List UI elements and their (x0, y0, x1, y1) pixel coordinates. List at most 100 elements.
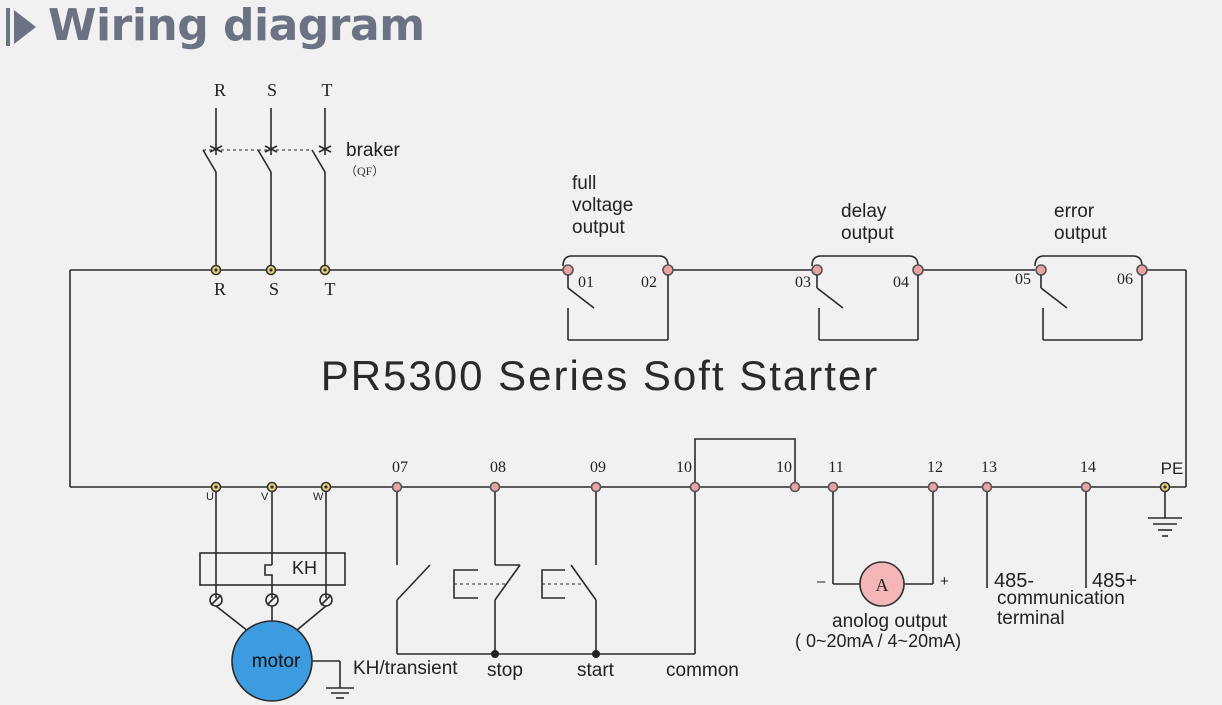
motor: motor (231, 620, 354, 702)
terminal-14 (1080, 481, 1092, 493)
terminal-05 (1035, 264, 1047, 276)
overload-relay-label: KH (292, 558, 317, 578)
rs485-label-1: communication (997, 588, 1125, 609)
relay-delay-label-1: delay (841, 201, 887, 222)
relay-full-voltage-label-1: full (572, 173, 596, 194)
analog-output: A – + anolog output ( 0~20mA / 4~20mA) (795, 492, 961, 651)
terminal-01 (562, 264, 574, 276)
breaker-contact-r (202, 149, 217, 173)
kh-transient-contact (396, 564, 431, 601)
motor-label: motor (252, 651, 301, 672)
terminal-label-14: 14 (1080, 459, 1096, 476)
terminal-label-03: 03 (795, 274, 811, 291)
overload-relay: KH (199, 492, 346, 636)
terminal-label-w: W (313, 491, 324, 503)
output-terminals: U V W (206, 481, 332, 503)
terminal-13 (981, 481, 993, 493)
phase-label-t: T (322, 80, 333, 100)
analog-range: ( 0~20mA / 4~20mA) (795, 631, 961, 651)
device-outline (69, 269, 1187, 488)
header-bar-icon (6, 8, 10, 46)
terminal-11 (827, 481, 839, 493)
terminal-label-r: R (214, 279, 226, 299)
terminal-label-09: 09 (590, 459, 606, 476)
terminal-label-13: 13 (981, 459, 997, 476)
stop-contact (494, 564, 521, 601)
jumper-10 (694, 438, 796, 487)
terminal-06 (1136, 264, 1148, 276)
page-title: Wiring diagram (48, 0, 425, 51)
phase-label-s: S (267, 80, 277, 100)
terminal-label-12: 12 (927, 459, 943, 476)
relay-full-voltage-bracket (562, 255, 669, 267)
relay-error-label-2: output (1054, 223, 1108, 244)
relay-full-voltage: full voltage output 01 02 (562, 173, 674, 341)
terminal-label-05: 05 (1015, 271, 1031, 288)
relay-full-voltage-label-2: voltage (572, 195, 633, 216)
relay-delay-label-2: output (841, 223, 895, 244)
analog-plus: + (940, 573, 949, 590)
header-arrow-icon (14, 10, 36, 44)
terminal-02 (662, 264, 674, 276)
analog-minus: – (817, 573, 826, 590)
terminal-label-04: 04 (893, 274, 909, 291)
terminal-12 (927, 481, 939, 493)
page-header: Wiring diagram (0, 0, 1222, 60)
relay-error-contact (1040, 287, 1068, 309)
terminal-label-t: T (325, 279, 336, 299)
phase-label-r: R (214, 80, 226, 100)
relay-delay-contact (816, 287, 844, 309)
junction-stop (491, 650, 499, 658)
terminal-label-10a: 10 (676, 459, 692, 476)
terminal-label-pe: PE (1161, 459, 1184, 478)
label-stop: stop (487, 660, 523, 681)
relay-full-voltage-contact (567, 287, 595, 309)
rs485-minus: 485- (994, 570, 1034, 592)
control-circuit: KH/transient stop start common (353, 492, 739, 681)
label-common: common (666, 660, 739, 681)
terminal-label-08: 08 (490, 459, 506, 476)
breaker-label: braker (346, 140, 401, 161)
terminal-label-11: 11 (828, 459, 843, 476)
terminal-label-s: S (269, 279, 279, 299)
terminal-07 (391, 481, 403, 493)
terminal-label-07: 07 (392, 459, 408, 476)
breaker-contact-t (311, 149, 326, 173)
analog-label: anolog output (832, 611, 948, 632)
terminal-10b (789, 481, 801, 493)
terminal-label-01: 01 (578, 274, 594, 291)
rs485-terminal: 485- 485+ communication terminal (986, 492, 1137, 629)
terminal-label-06: 06 (1117, 271, 1133, 288)
device-name: PR5300 Series Soft Starter (321, 352, 880, 399)
input-terminals: R S T (210, 264, 336, 299)
terminal-09 (590, 481, 602, 493)
terminal-label-v: V (261, 491, 269, 503)
start-contact (570, 564, 597, 601)
relay-delay: delay output 03 04 (795, 201, 924, 341)
terminal-04 (912, 264, 924, 276)
control-terminals: 07 08 09 10 10 11 12 13 14 PE (391, 438, 1184, 493)
terminal-label-u: U (206, 491, 214, 503)
thermal-element (264, 564, 273, 598)
pe-ground-icon (1148, 492, 1182, 537)
breaker-code: （QF） (345, 164, 384, 178)
rs485-label-2: terminal (997, 608, 1065, 629)
terminal-10a (689, 481, 701, 493)
junction-start (592, 650, 600, 658)
terminal-08 (489, 481, 501, 493)
terminal-label-02: 02 (641, 274, 657, 291)
breaker-contact-s (257, 149, 272, 173)
terminal-label-10b: 10 (776, 459, 792, 476)
supply-section: R S T braker （QF） (202, 80, 401, 270)
relay-error-bracket (1034, 255, 1143, 267)
relay-error-label-1: error (1054, 201, 1095, 222)
label-kh-transient: KH/transient (353, 658, 458, 679)
rs485-plus: 485+ (1092, 570, 1137, 592)
label-start: start (577, 660, 615, 681)
ammeter-label: A (876, 575, 889, 595)
relay-delay-bracket (811, 255, 919, 267)
relay-error: error output 05 06 (1015, 201, 1148, 341)
relay-full-voltage-label-3: output (572, 217, 626, 238)
terminal-03 (811, 264, 823, 276)
